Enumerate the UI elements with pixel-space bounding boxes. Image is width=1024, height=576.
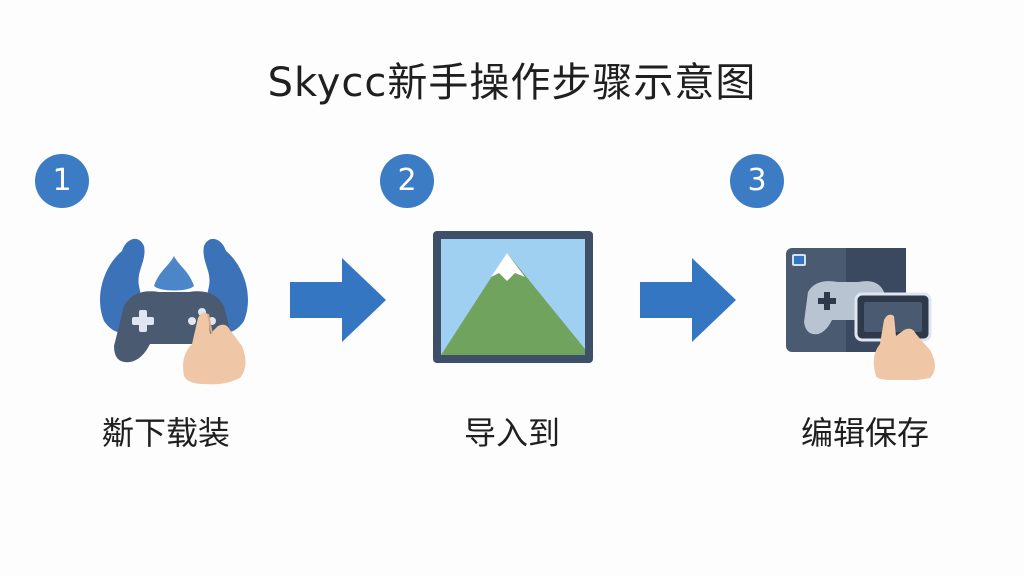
image-import-icon [433, 231, 593, 363]
arrow-right-icon [290, 258, 386, 342]
diagram-title: Skycc新手操作步骤示意图 [267, 60, 757, 106]
edit-save-icon [786, 248, 935, 380]
download-controller-icon [100, 238, 248, 385]
step-2-number: 2 [380, 154, 434, 208]
step-3-label: 编辑保存 [800, 414, 929, 452]
step-1-number: 1 [35, 154, 89, 208]
step-3-number: 3 [730, 154, 784, 208]
step-1-label: 斴下载装 [101, 414, 230, 452]
arrow-right-icon [640, 258, 736, 342]
step-2-label: 导入到 [463, 414, 560, 452]
